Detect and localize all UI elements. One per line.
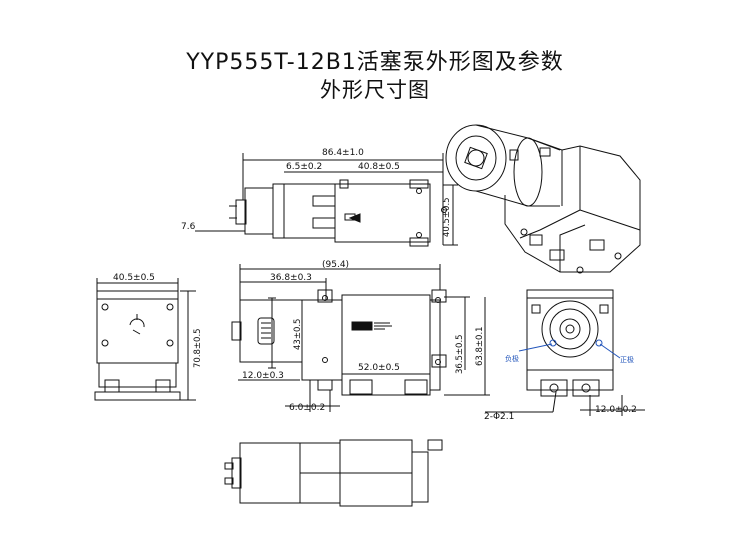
diagram-title: YYP555T-12B1活塞泵外形图及参数 — [186, 50, 564, 75]
label-negative: 负极 — [505, 354, 519, 363]
front-view: (95.4) 36.8±0.3 43±0.5 — [231, 260, 490, 413]
dim-front-base: 52.0±0.5 — [358, 363, 400, 373]
label-positive: 正极 — [620, 355, 634, 364]
dim-front-mount: 12.0±0.3 — [242, 371, 284, 381]
dim-front-foot: 6.0±0.2 — [289, 403, 325, 413]
dim-right-spacing: 12.0±0.2 — [595, 405, 637, 415]
isometric-view — [445, 124, 641, 274]
dim-top-right: 40.5±0.5 — [442, 197, 452, 237]
diagram-subtitle: 外形尺寸图 — [320, 78, 430, 102]
dim-front-a: 36.8±0.3 — [270, 273, 312, 283]
dim-front-overall: (95.4) — [322, 260, 349, 270]
top-view: 86.4±1.0 6.5±0.2 40.8±0.5 7.6 40.5±0.5 — [181, 148, 458, 247]
dim-right-holes: 2-Φ2.1 — [484, 412, 514, 422]
dim-front-pump-height: 36.5±0.5 — [455, 334, 465, 374]
dim-top-left: 7.6 — [181, 222, 196, 232]
dim-front-motor-height: 43±0.5 — [293, 319, 303, 350]
dim-left-width: 40.5±0.5 — [113, 273, 155, 283]
bottom-view — [224, 439, 443, 507]
left-view: 40.5±0.5 70.8±0.5 — [94, 273, 203, 401]
dim-top-overall: 86.4±1.0 — [322, 148, 364, 158]
dim-top-a: 6.5±0.2 — [286, 162, 322, 172]
dim-front-total-height: 63.8±0.1 — [475, 326, 485, 366]
dim-top-b: 40.8±0.5 — [358, 162, 400, 172]
dim-left-height: 70.8±0.5 — [193, 328, 203, 368]
right-view: 负极 正极 12.0±0.2 2-Φ2.1 — [484, 289, 645, 422]
